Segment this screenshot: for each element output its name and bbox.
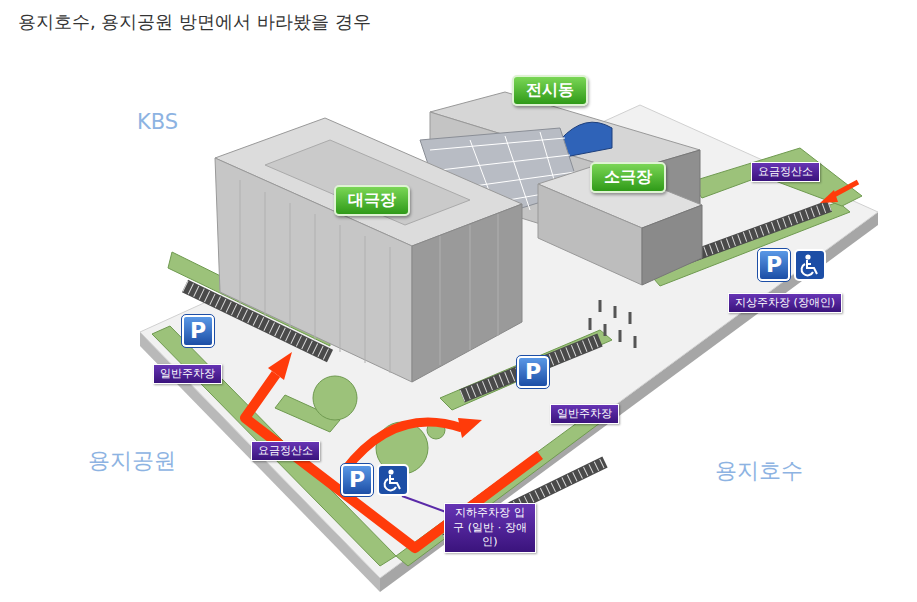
parking-row bbox=[462, 340, 600, 396]
icon-frame bbox=[378, 465, 408, 495]
building-label: 전시동 bbox=[512, 75, 588, 106]
icon-head bbox=[805, 254, 810, 259]
callout-label: 일반주차장 bbox=[153, 364, 222, 385]
building-label: 대극장 bbox=[334, 185, 410, 216]
grand-theater-wall bbox=[215, 158, 412, 382]
route-line bbox=[832, 182, 858, 196]
grand-theater-wall bbox=[412, 204, 522, 382]
node-text: P bbox=[349, 467, 365, 492]
platform-top bbox=[140, 105, 878, 578]
parking-stall bbox=[462, 340, 600, 396]
icon-head bbox=[388, 469, 393, 474]
route-arrowhead bbox=[268, 352, 292, 380]
parking-sign: P bbox=[182, 315, 214, 346]
area-name: KBS bbox=[137, 110, 178, 134]
bollards bbox=[590, 300, 635, 348]
callout-label: 일반주차장 bbox=[550, 404, 619, 425]
facade-lines bbox=[240, 180, 498, 373]
node-text: 지상주차장 (장애인) bbox=[735, 296, 835, 311]
node-text: 전시동 bbox=[526, 80, 574, 101]
icon-figure bbox=[385, 475, 400, 490]
callout-label: 요금정산소 bbox=[251, 441, 320, 462]
parking-sign: P bbox=[341, 464, 373, 495]
small-theater-wall bbox=[642, 205, 702, 285]
node-text: 요금정산소 bbox=[258, 444, 313, 459]
callout-label: 지하주차장 입구 (일반 · 장애인) bbox=[444, 503, 536, 554]
route-arrowhead bbox=[820, 190, 838, 203]
node-text: 일반주차장 bbox=[160, 367, 215, 382]
route-line bbox=[345, 422, 462, 470]
page-title: 용지호수, 용지공원 방면에서 바라봤을 경우 bbox=[18, 10, 371, 34]
route-arrowhead bbox=[458, 418, 482, 438]
round-lawn bbox=[313, 376, 357, 420]
parking-sign: P bbox=[758, 249, 790, 280]
wheelchair-icon bbox=[378, 465, 408, 495]
node-text: 요금정산소 bbox=[758, 165, 813, 180]
lawn bbox=[152, 326, 396, 566]
node-text: 지하주차장 입구 (일반 · 장애인) bbox=[451, 506, 529, 551]
node-text: P bbox=[525, 359, 541, 384]
building-label: 소극장 bbox=[590, 162, 666, 193]
lawn bbox=[690, 148, 862, 206]
node-text: 대극장 bbox=[348, 190, 396, 211]
wheelchair-icon bbox=[795, 250, 825, 280]
icon-frame bbox=[795, 250, 825, 280]
area-name: 용지공원 bbox=[88, 446, 176, 476]
callout-label: 요금정산소 bbox=[751, 162, 820, 183]
node-text: P bbox=[190, 318, 206, 343]
callout-label: 지상주차장 (장애인) bbox=[728, 293, 842, 314]
parking-sign: P bbox=[517, 356, 549, 387]
node-text: 일반주차장 bbox=[557, 407, 612, 422]
leader-line bbox=[402, 496, 446, 512]
node-text: P bbox=[766, 252, 782, 277]
area-name: 용지호수 bbox=[715, 456, 803, 486]
icon-figure bbox=[802, 260, 817, 275]
small-theater-wall bbox=[538, 184, 642, 285]
node-text: 소극장 bbox=[604, 167, 652, 188]
